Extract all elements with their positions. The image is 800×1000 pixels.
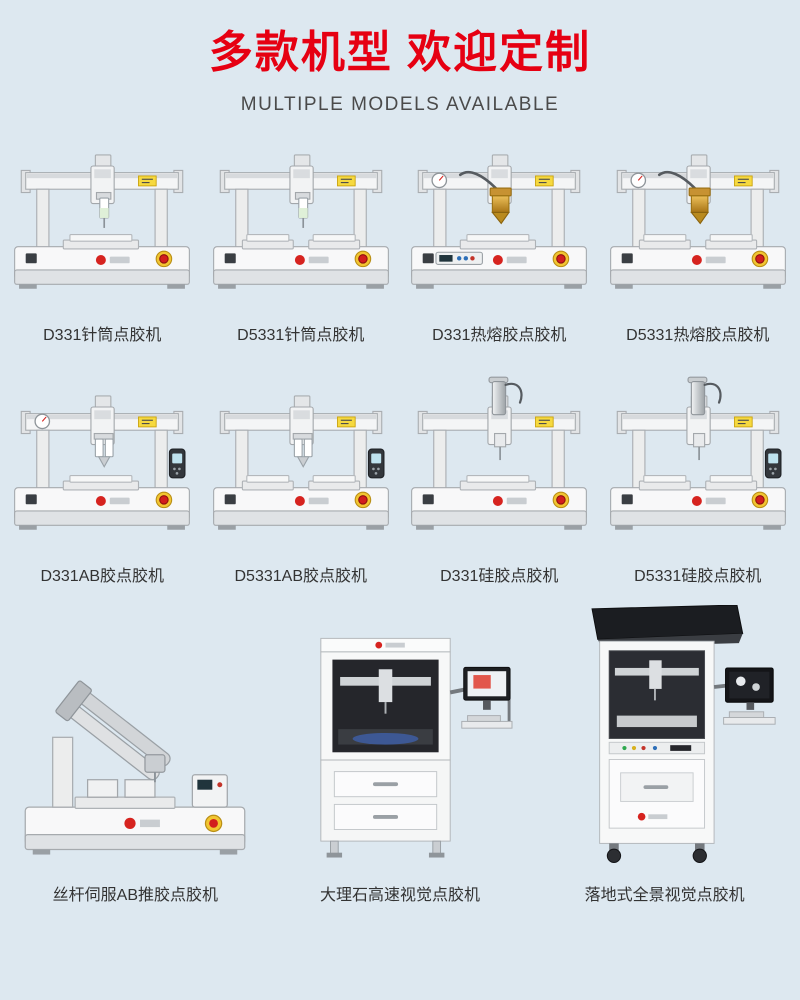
product-label: D331热熔胶点胶机 <box>432 326 567 344</box>
product-art <box>284 600 516 872</box>
product-row-1: D331针筒点胶机 D5331针筒点胶机 D331热熔胶点胶机 D5331热熔胶… <box>3 134 797 345</box>
product-art <box>8 375 196 553</box>
product-card-d331-silicone: D331硅胶点胶机 <box>400 375 599 586</box>
floor-standing-panoramic-vision-machine-image <box>550 605 779 872</box>
page-title: 多款机型 欢迎定制 <box>208 28 592 77</box>
product-art <box>405 134 593 312</box>
product-art <box>10 600 260 872</box>
product-card-d5331-silicone: D5331硅胶点胶机 <box>599 375 798 586</box>
product-card-d5331-ab-glue: D5331AB胶点胶机 <box>202 375 401 586</box>
product-card-screw-servo-ab: 丝杆伺服AB推胶点胶机 <box>3 600 268 905</box>
product-card-d5331-syringe: D5331针筒点胶机 <box>202 134 401 345</box>
product-row-3: 丝杆伺服AB推胶点胶机 大理石高速视觉点胶机 落地式全景视觉点胶机 <box>3 600 797 905</box>
product-card-d5331-hotmelt: D5331热熔胶点胶机 <box>599 134 798 345</box>
dual-hotmelt-dispenser-machine-image <box>604 135 792 312</box>
product-label: D331硅胶点胶机 <box>440 567 559 585</box>
dual-syringe-dispenser-machine-image <box>207 135 395 312</box>
product-label: D5331AB胶点胶机 <box>234 567 368 585</box>
product-label: D5331针筒点胶机 <box>237 326 365 344</box>
product-art <box>604 134 792 312</box>
silicone-dispenser-machine-image <box>405 376 593 553</box>
product-art <box>550 600 779 872</box>
dual-ab-glue-dispenser-machine-image <box>207 376 395 553</box>
product-row-2: D331AB胶点胶机 D5331AB胶点胶机 D331硅胶点胶机 D5331硅胶… <box>3 375 797 586</box>
screw-servo-ab-dispenser-machine-image <box>10 660 260 872</box>
product-card-floor-panoramic-vision: 落地式全景视觉点胶机 <box>532 600 797 905</box>
product-art <box>8 134 196 312</box>
ab-glue-dispenser-machine-image <box>8 376 196 553</box>
product-card-d331-hotmelt: D331热熔胶点胶机 <box>400 134 599 345</box>
product-card-marble-vision: 大理石高速视觉点胶机 <box>268 600 533 905</box>
dual-silicone-dispenser-machine-image <box>604 376 792 553</box>
page-subtitle: MULTIPLE MODELS AVAILABLE <box>240 93 560 115</box>
hotmelt-dispenser-machine-image <box>405 135 593 312</box>
product-art <box>207 375 395 553</box>
product-card-d331-syringe: D331针筒点胶机 <box>3 134 202 345</box>
product-label: D5331硅胶点胶机 <box>634 567 762 585</box>
product-label: D331针筒点胶机 <box>43 326 162 344</box>
product-label: 丝杆伺服AB推胶点胶机 <box>52 886 218 904</box>
product-card-d331-ab-glue: D331AB胶点胶机 <box>3 375 202 586</box>
product-label: D331AB胶点胶机 <box>40 567 165 585</box>
product-label: 大理石高速视觉点胶机 <box>319 886 480 904</box>
syringe-dispenser-machine-image <box>8 135 196 312</box>
marble-high-speed-vision-machine-image <box>284 621 516 872</box>
product-art <box>405 375 593 553</box>
product-label: D5331热熔胶点胶机 <box>626 326 770 344</box>
product-label: 落地式全景视觉点胶机 <box>584 886 745 904</box>
header: 多款机型 欢迎定制 MULTIPLE MODELS AVAILABLE <box>0 0 800 116</box>
product-art <box>604 375 792 553</box>
product-art <box>207 134 395 312</box>
